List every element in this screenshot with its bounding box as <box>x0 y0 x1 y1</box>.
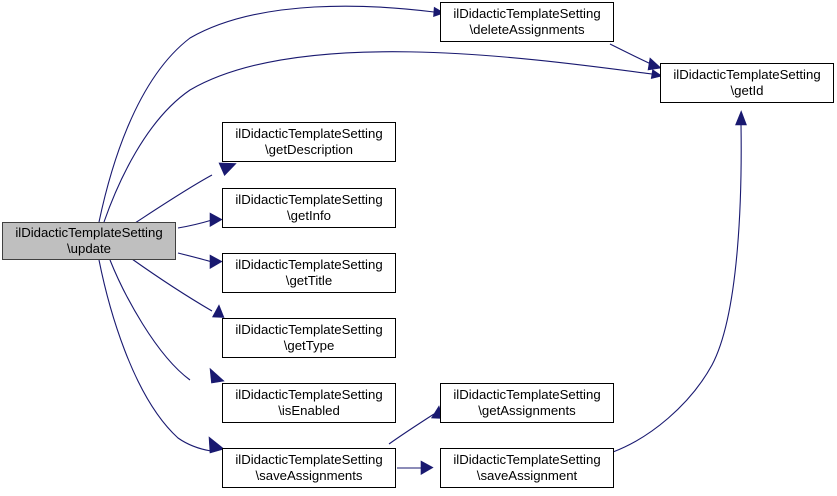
edge-update-to-getTitle <box>177 252 223 270</box>
node-getTitle[interactable]: ilDidacticTemplateSetting \getTitle <box>222 253 396 293</box>
node-saveAssignment-class: ilDidacticTemplateSetting <box>453 452 601 468</box>
node-getInfo-method: \getInfo <box>287 208 331 223</box>
node-update[interactable]: ilDidacticTemplateSetting \update <box>2 222 176 260</box>
node-getId-method: \getId <box>730 83 764 98</box>
edge-update-to-getDescription <box>134 162 237 224</box>
node-isEnabled-method: \isEnabled <box>278 403 340 418</box>
node-getAssignments-method: \getAssignments <box>478 403 576 418</box>
node-isEnabled-class: ilDidacticTemplateSetting <box>235 387 383 403</box>
edge-update-to-getId <box>103 51 663 223</box>
node-getType[interactable]: ilDidacticTemplateSetting \getType <box>222 318 396 358</box>
edge-saveAssignments-to-getAssignments <box>388 405 444 445</box>
node-getAssignments[interactable]: ilDidacticTemplateSetting \getAssignment… <box>440 383 614 423</box>
node-saveAssignment[interactable]: ilDidacticTemplateSetting \saveAssignmen… <box>440 448 614 488</box>
edge-deleteAssignments-to-getId <box>609 43 662 71</box>
edge-update-to-saveAssignments <box>98 259 225 454</box>
node-getInfo[interactable]: ilDidacticTemplateSetting \getInfo <box>222 188 396 228</box>
node-isEnabled[interactable]: ilDidacticTemplateSetting \isEnabled <box>222 383 396 423</box>
node-getType-method: \getType <box>283 338 335 353</box>
node-saveAssignments-method: \saveAssignments <box>255 468 363 483</box>
node-deleteAssignments[interactable]: ilDidacticTemplateSetting \deleteAssignm… <box>440 2 614 42</box>
node-saveAssignments-class: ilDidacticTemplateSetting <box>235 452 383 468</box>
node-getType-class: ilDidacticTemplateSetting <box>235 322 383 338</box>
node-getDescription-method: \getDescription <box>265 142 353 157</box>
node-getId-class: ilDidacticTemplateSetting <box>673 67 821 83</box>
node-getTitle-method: \getTitle <box>285 273 333 288</box>
node-getTitle-class: ilDidacticTemplateSetting <box>235 257 383 273</box>
edge-update-to-getInfo <box>177 212 223 229</box>
edge-update-to-isEnabled <box>109 259 225 384</box>
edge-update-to-deleteAssignments <box>98 5 445 223</box>
edge-saveAssignments-to-saveAssignment <box>397 460 434 476</box>
node-update-class: ilDidacticTemplateSetting <box>15 225 163 241</box>
edge-update-to-getType <box>131 258 225 318</box>
node-getInfo-class: ilDidacticTemplateSetting <box>235 192 383 208</box>
node-update-method: \update <box>67 241 111 256</box>
node-deleteAssignments-class: ilDidacticTemplateSetting <box>453 6 601 22</box>
node-getDescription[interactable]: ilDidacticTemplateSetting \getDescriptio… <box>222 122 396 162</box>
node-deleteAssignments-method: \deleteAssignments <box>469 22 585 37</box>
node-saveAssignment-method: \saveAssignment <box>476 468 578 483</box>
node-getAssignments-class: ilDidacticTemplateSetting <box>453 387 601 403</box>
node-getDescription-class: ilDidacticTemplateSetting <box>235 126 383 142</box>
node-saveAssignments[interactable]: ilDidacticTemplateSetting \saveAssignmen… <box>222 448 396 488</box>
edge-saveAssignment-to-getId <box>612 110 747 453</box>
node-getId[interactable]: ilDidacticTemplateSetting \getId <box>660 63 834 103</box>
